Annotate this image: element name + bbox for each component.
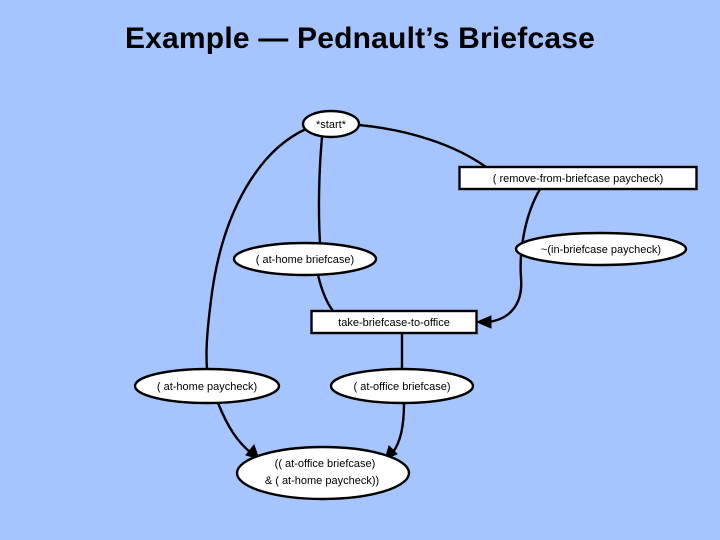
- node-layer: *start* ( remove-from-briefcase paycheck…: [133, 109, 698, 501]
- node-in-briefcase-paycheck-shape[interactable]: [514, 231, 688, 267]
- edge-start-to-at-home-paycheck: [205, 127, 307, 370]
- node-in-briefcase-paycheck[interactable]: ~(in-briefcase paycheck): [514, 231, 688, 267]
- edge-at-office-briefcase-to-goal: [392, 402, 406, 453]
- node-take-briefcase-to-office-shape[interactable]: [310, 309, 478, 335]
- page-title: Example — Pednault’s Briefcase: [124, 22, 596, 55]
- node-goal-label-line2: & ( at-home paycheck)): [265, 475, 379, 487]
- node-at-home-paycheck-shape[interactable]: [133, 367, 281, 405]
- node-at-home-briefcase-shape[interactable]: [232, 241, 378, 277]
- edge-layer: [205, 123, 542, 460]
- node-at-office-briefcase-label: ( at-office briefcase): [353, 381, 450, 393]
- edge-start-to-remove-from-briefcase: [358, 123, 487, 168]
- node-at-office-briefcase[interactable]: ( at-office briefcase): [329, 367, 475, 405]
- node-at-home-paycheck-label: ( at-home paycheck): [157, 381, 257, 393]
- node-goal-label-line1: (( at-office briefcase): [275, 458, 376, 470]
- node-at-home-briefcase-label: ( at-home briefcase): [256, 254, 354, 266]
- node-remove-from-briefcase-label: ( remove-from-briefcase paycheck): [493, 173, 664, 185]
- node-goal[interactable]: (( at-office briefcase) & ( at-home payc…: [235, 445, 411, 501]
- node-start[interactable]: *start*: [301, 109, 361, 139]
- node-at-home-briefcase[interactable]: ( at-home briefcase): [232, 241, 378, 277]
- node-goal-shape[interactable]: [235, 445, 411, 501]
- edge-remove-to-take-briefcase: [487, 188, 542, 324]
- edge-at-home-briefcase-to-take: [316, 274, 334, 312]
- node-start-label: *start*: [316, 119, 347, 131]
- arrowhead-take-briefcase: [475, 315, 492, 329]
- node-in-briefcase-paycheck-label: ~(in-briefcase paycheck): [541, 244, 661, 256]
- node-remove-from-briefcase[interactable]: ( remove-from-briefcase paycheck): [458, 165, 698, 191]
- node-remove-from-briefcase-shape[interactable]: [458, 165, 698, 191]
- node-take-briefcase-to-office-label: take-briefcase-to-office: [338, 317, 450, 329]
- node-start-shape[interactable]: [301, 109, 361, 139]
- edge-at-home-paycheck-to-goal: [216, 402, 251, 453]
- node-at-home-paycheck[interactable]: ( at-home paycheck): [133, 367, 281, 405]
- node-take-briefcase-to-office[interactable]: take-briefcase-to-office: [310, 309, 478, 335]
- node-at-office-briefcase-shape[interactable]: [329, 367, 475, 405]
- edge-start-to-at-home-briefcase: [317, 136, 324, 244]
